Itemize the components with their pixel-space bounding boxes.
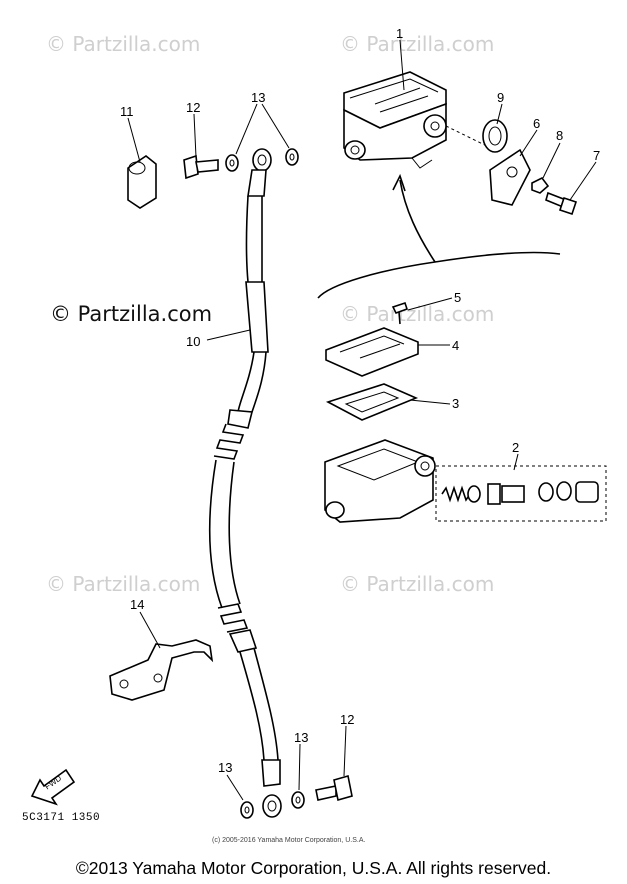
master-cylinder-assembly xyxy=(343,71,447,169)
washer-13-bottom-right xyxy=(291,791,305,809)
brake-hose-10 xyxy=(208,148,282,818)
callout-11: 11 xyxy=(120,104,134,119)
callout-4: 4 xyxy=(452,338,460,353)
leader-lines xyxy=(127,39,597,801)
watermark-lower-right: © Partzilla.com xyxy=(340,572,495,596)
callout-13-top: 13 xyxy=(251,90,266,105)
callout-10: 10 xyxy=(186,334,201,349)
callout-1: 1 xyxy=(396,26,404,41)
callout-9: 9 xyxy=(497,90,505,105)
callout-3: 3 xyxy=(452,396,460,411)
bracket-14 xyxy=(109,639,214,701)
watermark-top-right: © Partzilla.com xyxy=(340,32,495,56)
callout-13-bottom-left: 13 xyxy=(218,760,233,775)
watermark-mid-right: © Partzilla.com xyxy=(340,302,495,326)
boot-6 xyxy=(489,148,531,206)
callout-12-bottom: 12 xyxy=(340,712,355,727)
screw-5 xyxy=(391,301,409,325)
callout-5: 5 xyxy=(454,290,462,305)
nut-8 xyxy=(531,176,550,194)
washer-13-top-right xyxy=(285,148,299,166)
cylinder-body xyxy=(324,439,436,523)
callout-12-top: 12 xyxy=(186,100,201,115)
reservoir-cap-4 xyxy=(325,327,419,377)
callout-6: 6 xyxy=(533,116,541,131)
watermark-top-left: © Partzilla.com xyxy=(46,32,201,56)
piston-kit-2 xyxy=(441,481,599,505)
small-copyright: (c) 2005-2016 Yamaha Motor Corporation, … xyxy=(212,837,366,844)
callout-2: 2 xyxy=(512,440,520,455)
diaphragm-3 xyxy=(325,383,419,421)
watermark-lower-left: © Partzilla.com xyxy=(46,572,201,596)
washer-13-top-left xyxy=(225,154,239,172)
diagram-code: 5C3171 1350 xyxy=(22,812,101,824)
footer-copyright: ©2013 Yamaha Motor Corporation, U.S.A. A… xyxy=(75,858,552,878)
bolt-7 xyxy=(545,191,578,216)
dust-seal-9 xyxy=(482,119,508,153)
watermark-strong: © Partzilla.com xyxy=(50,302,213,326)
callout-7: 7 xyxy=(593,148,601,163)
forward-arrow-icon xyxy=(30,768,76,806)
union-bolt-12-top xyxy=(183,154,219,180)
callout-13-bottom-right: 13 xyxy=(294,730,309,745)
callout-14: 14 xyxy=(130,597,145,612)
cap-11 xyxy=(127,155,157,209)
callout-8: 8 xyxy=(556,128,564,143)
union-bolt-12-bottom xyxy=(315,774,353,802)
washer-13-bottom-left xyxy=(240,801,254,819)
